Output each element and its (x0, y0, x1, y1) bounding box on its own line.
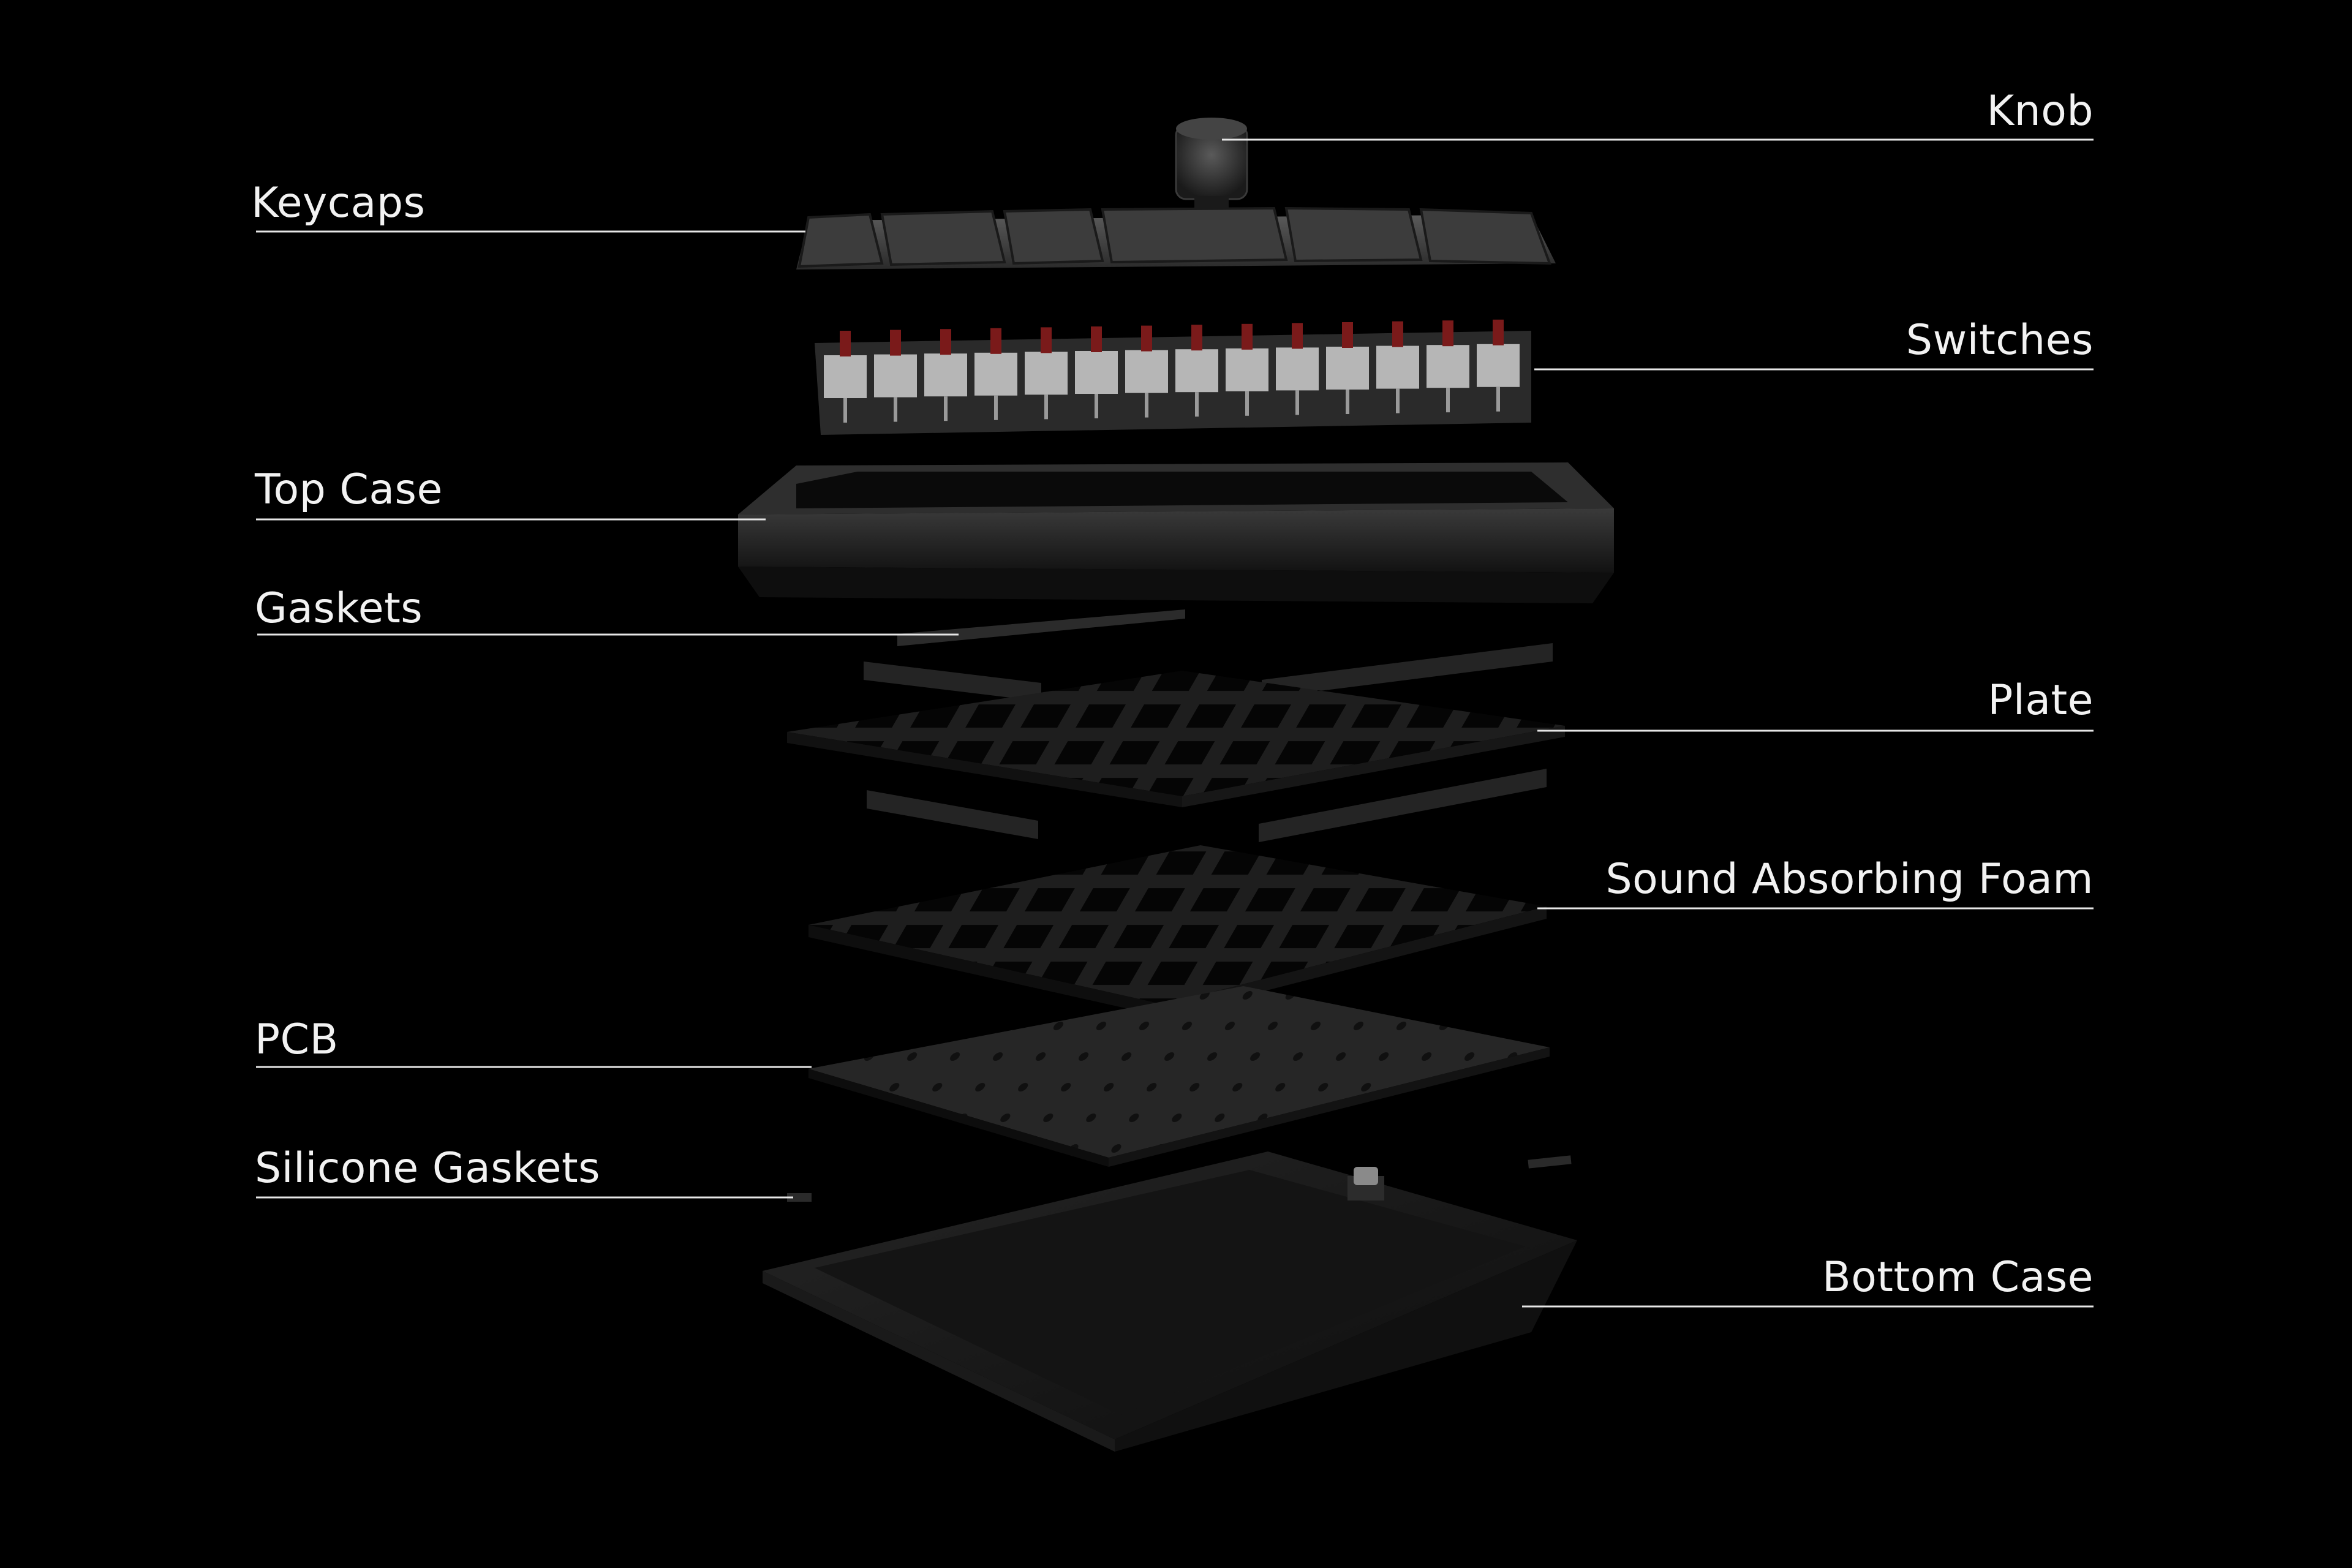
gaskets-component (864, 609, 1553, 701)
knob-component (1175, 118, 1248, 214)
switch-unit (1175, 325, 1218, 417)
switch-unit (1025, 327, 1068, 420)
label-silicone-gaskets: Silicone Gaskets (255, 1144, 601, 1193)
label-sound-absorbing-foam: Sound Absorbing Foam (1605, 855, 2094, 903)
switches-component (815, 319, 1531, 435)
label-bottom-case: Bottom Case (1822, 1253, 2094, 1302)
switch-unit (1276, 323, 1319, 415)
label-knob: Knob (1986, 87, 2094, 135)
switch-unit (1226, 323, 1268, 416)
switch-unit (874, 330, 917, 422)
plate-component (787, 671, 1565, 807)
label-pcb: PCB (255, 1016, 339, 1064)
label-top-case: Top Case (255, 466, 443, 514)
silicone-gaskets-component (787, 1155, 1572, 1202)
switch-unit (1326, 322, 1369, 414)
label-gaskets: Gaskets (255, 584, 423, 633)
leader-lines (256, 138, 2094, 1308)
label-keycaps: Keycaps (251, 179, 426, 227)
keycaps-component (796, 206, 1556, 270)
lower-gaskets-component (867, 769, 1547, 842)
bottom-case-component (763, 1152, 1577, 1452)
top-case-component (738, 462, 1614, 603)
label-plate: Plate (1988, 676, 2094, 725)
pcb-component (809, 986, 1550, 1167)
switch-unit (1075, 326, 1118, 418)
switch-unit (924, 329, 967, 421)
switch-unit (1477, 319, 1520, 412)
switch-unit (1427, 320, 1469, 413)
label-switches: Switches (1905, 316, 2094, 364)
sound-absorbing-foam-component (809, 845, 1547, 1017)
switch-unit (1376, 321, 1419, 413)
switch-unit (824, 331, 867, 423)
switch-unit (974, 328, 1017, 420)
switch-unit (1125, 325, 1168, 418)
